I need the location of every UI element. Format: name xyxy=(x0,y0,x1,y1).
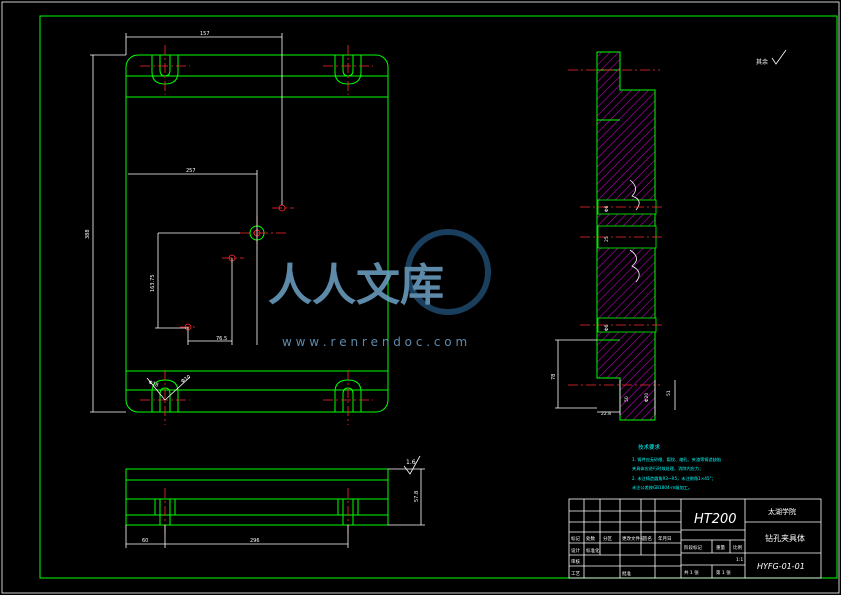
top-view: 157 388 257 163.75 76.5 Φ18 Φ10 xyxy=(85,31,389,425)
notes-line-3: 2. 未注铸造圆角R3~R5，未注倒角1×45°； xyxy=(632,475,716,482)
col-mark: 标记 xyxy=(571,535,580,542)
roughness-icon-front xyxy=(403,455,421,475)
part-name: 钻孔夹具体 xyxy=(765,533,805,543)
dim-side-height: 57.8 xyxy=(414,491,420,502)
inner-frame xyxy=(39,15,838,579)
watermark-logo-icon xyxy=(405,229,491,315)
plate-outline xyxy=(125,54,389,413)
dim-section-5: 51 xyxy=(666,390,672,396)
row-check: 审核 xyxy=(571,558,580,565)
front-view: 57.8 60 296 1.6 xyxy=(125,455,425,548)
section-view: Φ6 25 Φ6 78 Φ20 51 50 22.8 xyxy=(551,51,676,421)
row-approve: 批准 xyxy=(622,570,631,577)
surface-mark-front: 1.6 xyxy=(406,459,416,466)
sheet-no: 第 1 张 xyxy=(716,569,731,576)
dim-side-mid: 296 xyxy=(250,538,260,544)
drawing-no: HYFG-01-01 xyxy=(757,562,805,571)
dim-section-bottom: 22.8 xyxy=(601,411,611,417)
watermark: 人人文库 w w w . r e n r e n d o c . c o m xyxy=(268,229,491,349)
weight-label: 重量 xyxy=(716,544,725,551)
title-block: HT200 太湖学院 钻孔夹具体 HYFG-01-01 阶段标记 重量 比例 1… xyxy=(568,498,822,579)
sheet-total: 共 1 张 xyxy=(684,569,699,576)
front-outline xyxy=(125,468,389,526)
dim-side-left: 60 xyxy=(142,538,148,544)
col-date: 年月日 xyxy=(658,535,672,542)
roughness-icon xyxy=(771,49,787,65)
dim-section-7: 50 xyxy=(624,396,630,402)
stage-label: 阶段标记 xyxy=(684,544,702,551)
watermark-url: w w w . r e n r e n d o c . c o m xyxy=(282,335,467,349)
row-design: 设计 xyxy=(571,547,580,554)
col-zone: 分区 xyxy=(603,535,612,542)
scale-label: 比例 xyxy=(733,544,742,551)
col-sign: 签名 xyxy=(643,535,652,542)
dim-hole-a: Φ18 xyxy=(147,380,159,389)
watermark-brand: 人人文库 xyxy=(268,260,444,311)
dim-inner-height: 163.75 xyxy=(150,275,156,293)
dim-section-4: Φ6 xyxy=(604,324,610,331)
col-change-doc: 更改文件号 xyxy=(622,535,645,542)
notes-title: 技术要求 xyxy=(638,443,661,451)
notes-line-1: 1. 铸件应无砂眼、裂纹、缩孔、夹渣等铸造缺陷 xyxy=(632,456,721,463)
col-count: 处数 xyxy=(586,535,595,542)
dim-section-6: Φ20 xyxy=(644,393,650,402)
dim-inner-width: 257 xyxy=(186,168,196,174)
dim-section-1: Φ6 xyxy=(604,205,610,212)
material: HT200 xyxy=(694,512,737,527)
row-std: 标准化 xyxy=(586,547,600,554)
school: 太湖学院 xyxy=(768,507,796,516)
dim-hole-b: Φ10 xyxy=(180,374,192,385)
row-process: 工艺 xyxy=(571,571,580,577)
dim-small-h: 76.5 xyxy=(216,336,227,342)
dim-top-width: 157 xyxy=(200,31,210,37)
notes-line-2: 夹具体应进行时效处理，消除内应力； xyxy=(632,465,703,472)
technical-notes: 技术要求 1. 铸件应无砂眼、裂纹、缩孔、夹渣等铸造缺陷 夹具体应进行时效处理，… xyxy=(632,443,721,491)
notes-line-4: 未注公差按GB1804-m级加工。 xyxy=(632,484,692,491)
dim-section-2: 25 xyxy=(604,236,610,242)
dim-section-3: 78 xyxy=(551,374,557,380)
roughness-label: 其余 xyxy=(756,58,768,66)
scale-value: 1:1 xyxy=(736,557,743,563)
dim-left-height: 388 xyxy=(85,229,91,239)
